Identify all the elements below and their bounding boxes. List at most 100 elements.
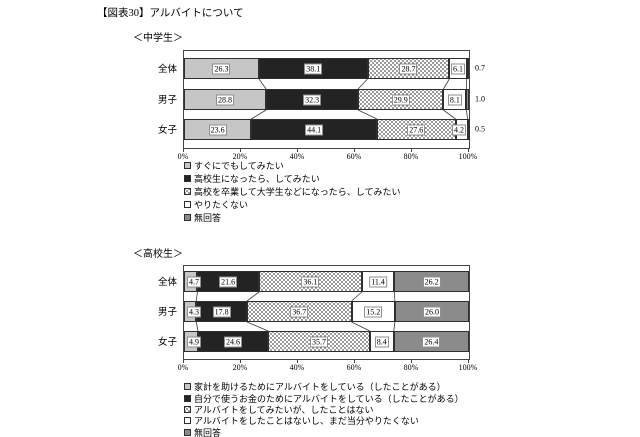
legend-swatch xyxy=(184,394,191,402)
axis-tick-label: 20% xyxy=(232,363,248,372)
value-label: 24.6 xyxy=(224,336,243,347)
value-label: 26.0 xyxy=(422,306,441,317)
value-label: 8.1 xyxy=(447,94,462,105)
value-label: 44.1 xyxy=(305,124,324,135)
category-label: 男子 xyxy=(157,307,177,318)
axis-tick xyxy=(297,360,298,363)
value-label: 38.1 xyxy=(304,63,323,74)
legend-swatch xyxy=(184,383,191,391)
legend-item: やりたくない xyxy=(184,198,400,211)
axis-tick xyxy=(240,360,241,363)
value-label: 32.3 xyxy=(303,94,322,105)
legend-label: 家計を助けるためにアルバイトをしている（したことがある） xyxy=(194,382,446,393)
axis-tick-label: 40% xyxy=(289,363,305,372)
value-label: 36.1 xyxy=(301,276,320,287)
value-label: 36.7 xyxy=(290,306,309,317)
figure-title: 【図表30】アルバイトについて xyxy=(97,8,244,19)
legend-label: すぐにでもしてみたい xyxy=(194,161,284,171)
value-label: 4.9 xyxy=(187,336,201,347)
bar-segment xyxy=(466,58,469,79)
category-label: 女子 xyxy=(157,337,177,348)
axis-tick-label: 80% xyxy=(403,363,419,372)
axis-tick-label: 100% xyxy=(458,152,478,161)
value-label: 26.3 xyxy=(212,63,231,74)
category-label: 全体 xyxy=(157,277,177,288)
legend-swatch xyxy=(184,162,191,169)
legend-swatch xyxy=(184,417,191,425)
axis-tick xyxy=(354,360,355,363)
category-label: 男子 xyxy=(157,95,177,106)
section-heading-senior-high: ＜高校生＞ xyxy=(133,249,183,260)
axis-tick xyxy=(297,149,298,152)
outside-value-label: 1.0 xyxy=(475,94,485,103)
legend-item: 高校を卒業して大学生などになったら、してみたい xyxy=(184,185,400,198)
axis-tick-label: 60% xyxy=(346,152,362,161)
value-label: 15.2 xyxy=(364,306,383,317)
bar-segment xyxy=(466,89,470,110)
axis-tick xyxy=(354,149,355,152)
legend-item: 無回答 xyxy=(184,427,464,437)
plot-area: 4.7 21.6 36.1 11.4 26.2 4.3 17.8 36.7 15.2 26.0 4.… xyxy=(183,265,470,360)
axis-tick xyxy=(411,149,412,152)
legend-item: アルバイトをしたことはないし、まだ当分やりたくない xyxy=(184,415,464,426)
axis-tick-label: 100% xyxy=(458,363,478,372)
legend-label: やりたくない xyxy=(194,200,249,210)
legend-label: 自分で使うお金のためにアルバイトをしている（したことがある） xyxy=(194,393,464,404)
legend-swatch xyxy=(184,175,191,182)
axis-tick-label: 80% xyxy=(403,152,419,161)
value-label: 4.3 xyxy=(187,306,201,317)
value-label: 28.7 xyxy=(399,63,418,74)
legend-label: 高校を卒業して大学生などになったら、してみたい xyxy=(194,187,401,197)
axis-tick xyxy=(411,360,412,363)
legend-senior-high: 家計を助けるためにアルバイトをしている（したことがある）自分で使うお金のためにア… xyxy=(184,381,464,437)
value-label: 6.1 xyxy=(451,63,466,74)
legend-label: 無回答 xyxy=(194,213,222,223)
legend-junior-high: すぐにでもしてみたい高校生になったら、してみたい高校を卒業して大学生などになった… xyxy=(184,159,400,224)
value-label: 29.9 xyxy=(391,94,410,105)
legend-swatch xyxy=(184,188,191,195)
axis-tick-label: 60% xyxy=(346,363,362,372)
legend-swatch xyxy=(184,214,191,221)
axis-tick-label: 0% xyxy=(177,363,189,372)
axis-tick-label: 20% xyxy=(232,152,248,161)
legend-item: 高校生になったら、してみたい xyxy=(184,172,400,185)
legend-label: 無回答 xyxy=(194,427,222,437)
value-label: 17.8 xyxy=(212,306,231,317)
value-label: 8.4 xyxy=(374,336,389,347)
category-label: 女子 xyxy=(157,125,177,136)
value-label: 27.6 xyxy=(407,124,426,135)
value-label: 35.7 xyxy=(309,336,328,347)
legend-label: アルバイトをしてみたいが、したことはない xyxy=(194,404,374,415)
legend-item: 自分で使うお金のためにアルバイトをしている（したことがある） xyxy=(184,392,464,404)
category-label: 全体 xyxy=(157,64,177,75)
legend-item: アルバイトをしてみたいが、したことはない xyxy=(184,404,464,415)
legend-label: アルバイトをしたことはないし、まだ当分やりたくない xyxy=(194,416,419,427)
axis-tick xyxy=(183,149,184,152)
section-heading-junior-high: ＜中学生＞ xyxy=(133,33,183,44)
legend-item: 家計を助けるためにアルバイトをしている（したことがある） xyxy=(184,381,464,392)
axis-tick xyxy=(240,149,241,152)
value-label: 21.6 xyxy=(219,276,238,287)
value-label: 11.4 xyxy=(369,276,387,287)
value-label: 23.6 xyxy=(208,124,227,135)
outside-value-label: 0.5 xyxy=(475,124,485,133)
value-label: 26.4 xyxy=(422,336,441,347)
legend-swatch xyxy=(184,201,191,208)
axis-tick xyxy=(183,360,184,363)
legend-swatch xyxy=(184,428,191,436)
legend-item: すぐにでもしてみたい xyxy=(184,159,400,172)
value-label: 28.8 xyxy=(216,94,235,105)
axis-tick xyxy=(468,149,469,152)
value-label: 4.7 xyxy=(187,276,201,287)
axis-tick xyxy=(468,360,469,363)
outside-value-label: 0.7 xyxy=(475,63,485,72)
value-label: 4.2 xyxy=(452,124,466,135)
legend-swatch xyxy=(184,405,191,413)
value-label: 26.2 xyxy=(422,276,441,287)
axis-tick-label: 40% xyxy=(289,152,305,161)
bar-segment xyxy=(467,119,470,140)
legend-label: 高校生になったら、してみたい xyxy=(194,174,320,184)
legend-item: 無回答 xyxy=(184,211,400,224)
plot-area: 26.3 38.1 28.7 6.1 28.8 32.3 29.9 8.1 23.6 44.1 27… xyxy=(183,50,470,149)
